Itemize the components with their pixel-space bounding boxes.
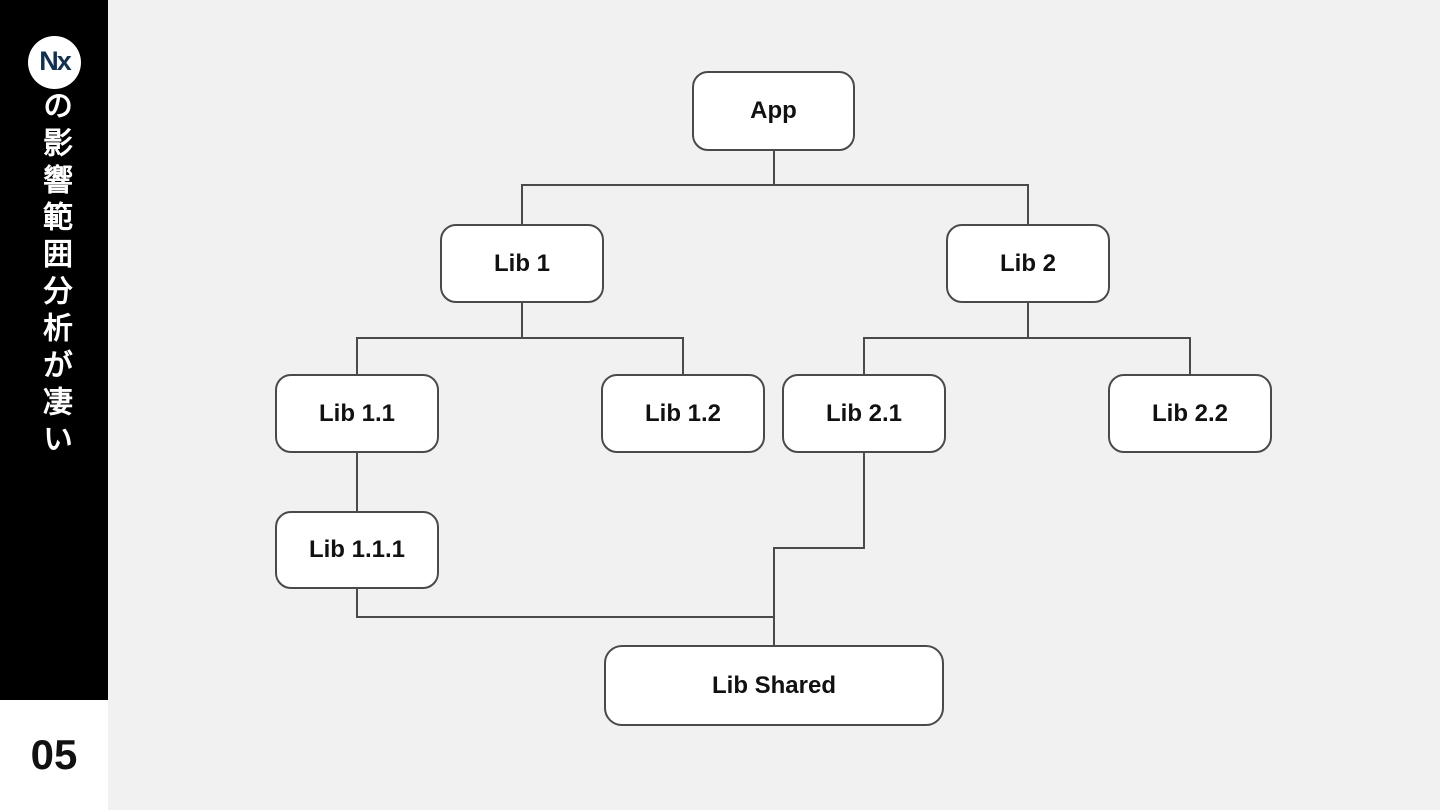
- node-lib-2-2: Lib 2.2: [1108, 374, 1272, 453]
- nx-logo-icon: Nx: [28, 36, 81, 89]
- node-app: App: [692, 71, 855, 151]
- edge-app-children: [521, 151, 1029, 224]
- node-lib-1-1: Lib 1.1: [275, 374, 439, 453]
- vertical-title-wrap: の影響範囲分析が凄い: [0, 90, 108, 460]
- node-lib-1-2: Lib 1.2: [601, 374, 765, 453]
- edge-lib111-shared: [356, 589, 775, 645]
- edge-lib21-shared: [773, 453, 865, 645]
- edge-lib2-children: [863, 303, 1191, 374]
- edge-lib1-children: [356, 303, 684, 374]
- page-number-strip: 05: [0, 700, 108, 810]
- node-lib-1: Lib 1: [440, 224, 604, 303]
- node-lib-shared: Lib Shared: [604, 645, 944, 726]
- diagram-canvas: App Lib 1 Lib 2 Lib 1.1 Lib 1.2 Lib 2.1 …: [108, 0, 1440, 810]
- node-lib-2-1: Lib 2.1: [782, 374, 946, 453]
- node-lib-2: Lib 2: [946, 224, 1110, 303]
- page-number: 05: [30, 731, 78, 778]
- sidebar: Nx の影響範囲分析が凄い: [0, 0, 108, 700]
- node-lib-1-1-1: Lib 1.1.1: [275, 511, 439, 589]
- nx-logo-text: Nx: [39, 46, 71, 76]
- connector-lines: [356, 151, 1191, 645]
- slide-vertical-title: の影響範囲分析が凄い: [38, 90, 71, 460]
